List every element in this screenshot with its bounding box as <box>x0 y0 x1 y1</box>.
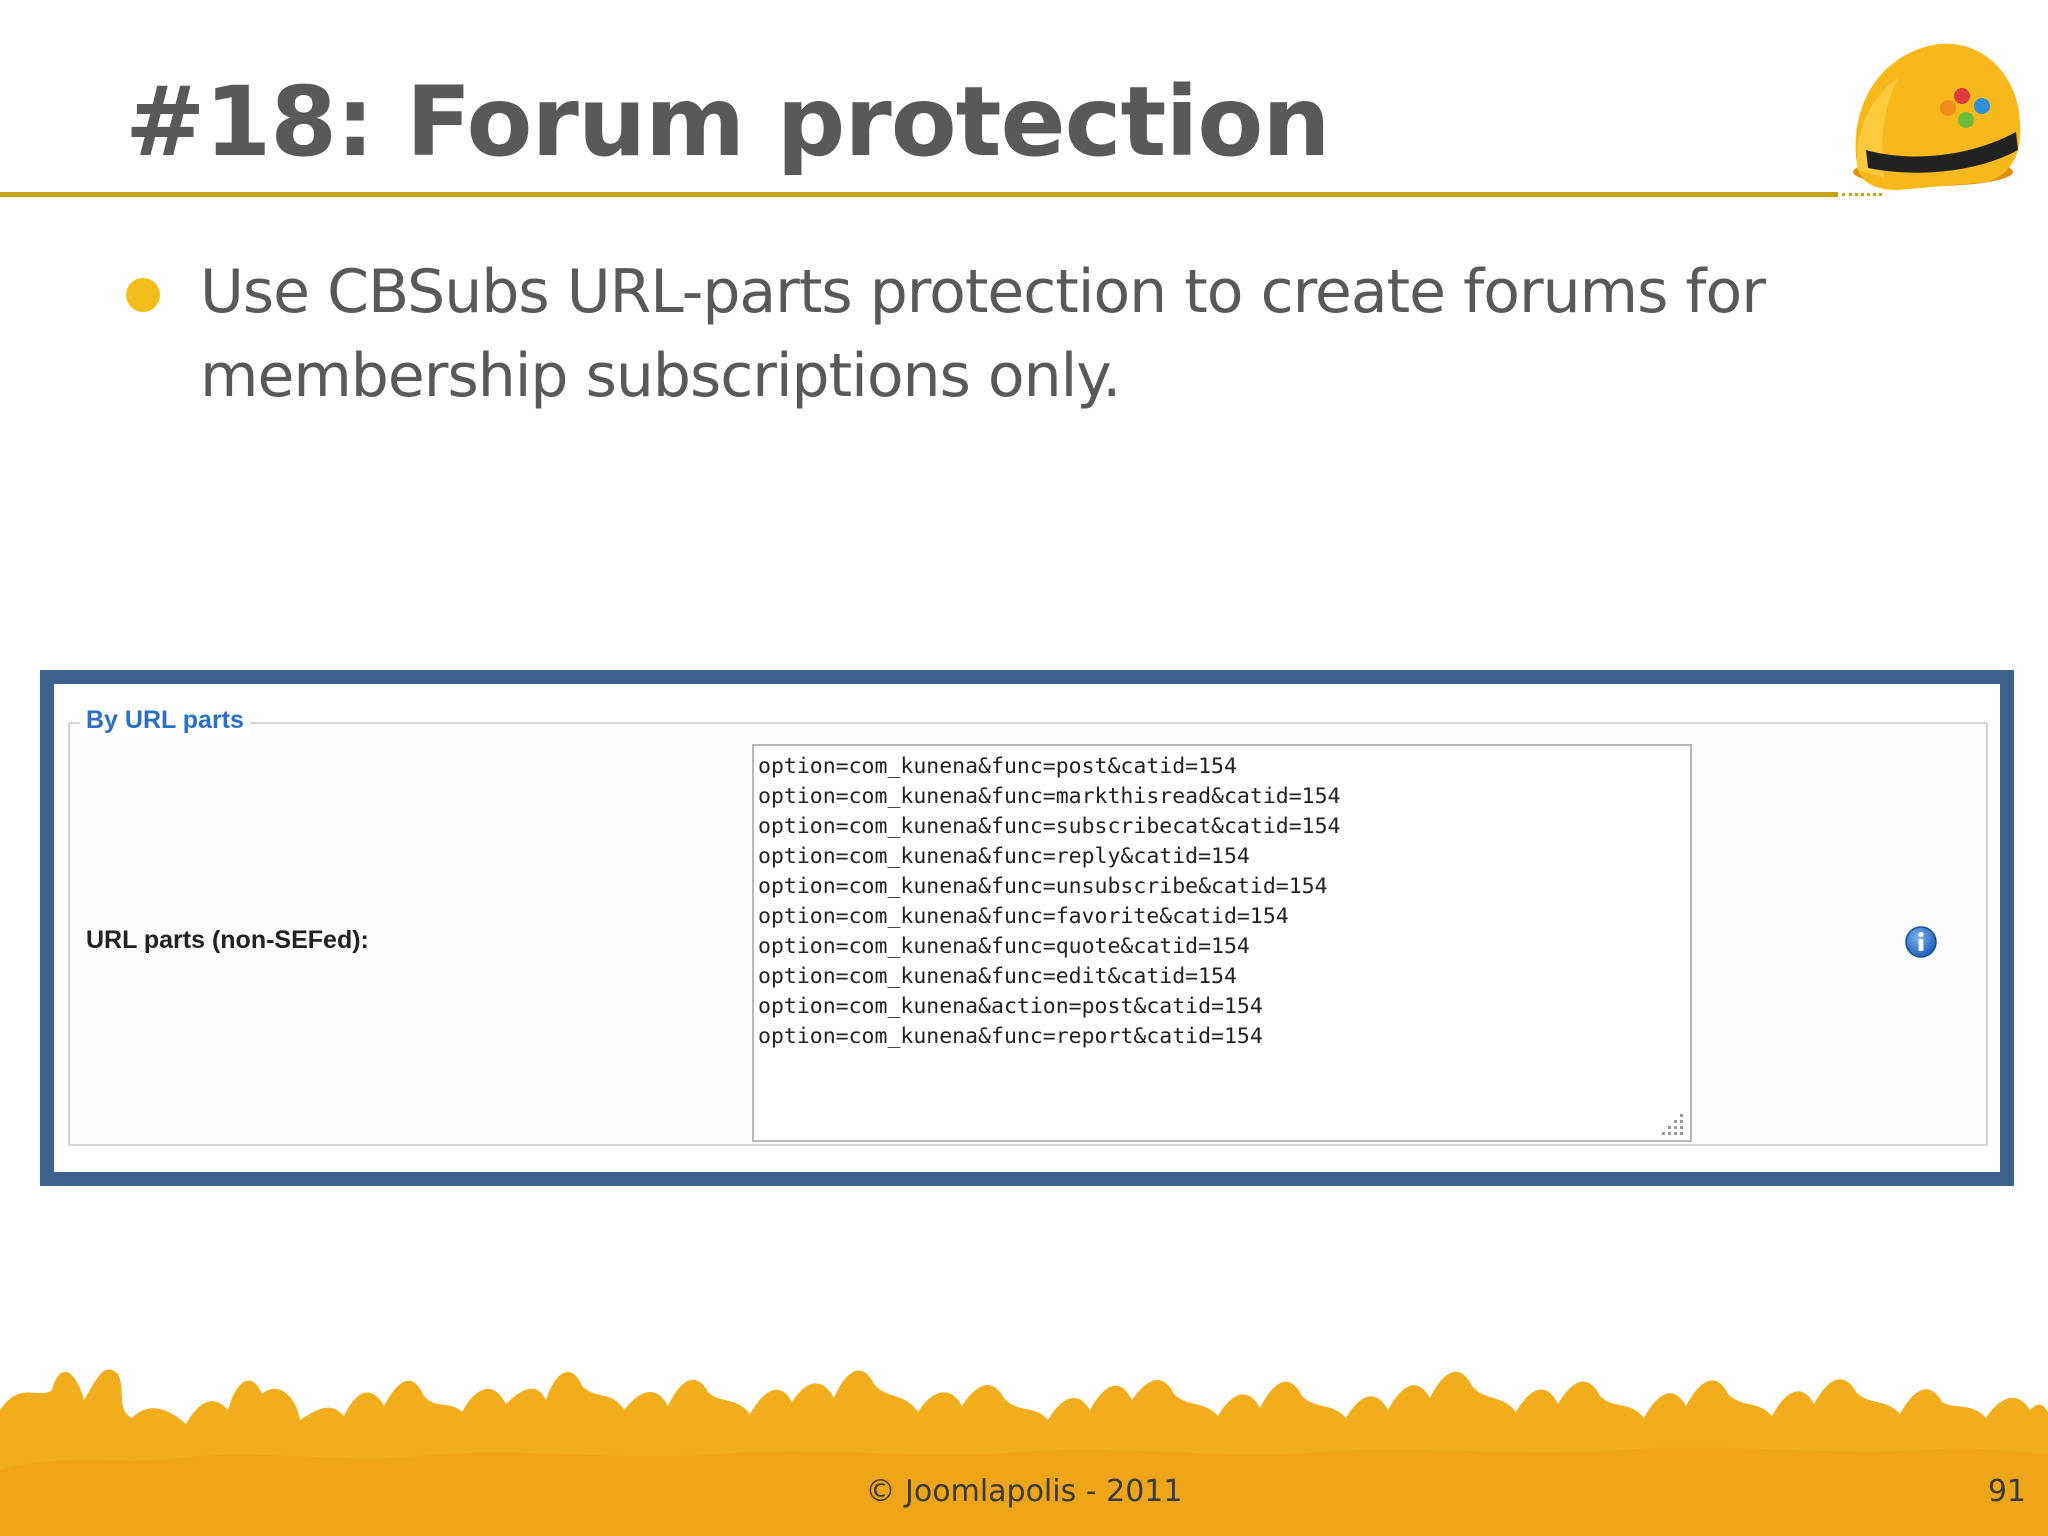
url-part-line: option=com_kunena&func=favorite&catid=15… <box>758 904 1289 929</box>
url-part-line: option=com_kunena&action=post&catid=154 <box>758 994 1263 1019</box>
url-parts-label: URL parts (non-SEFed): <box>86 926 369 954</box>
info-icon[interactable] <box>1904 925 1938 959</box>
bullet-text: Use CBSubs URL-parts protection to creat… <box>200 257 1766 411</box>
fieldset-legend: By URL parts <box>80 704 250 736</box>
url-parts-textarea[interactable]: option=com_kunena&func=post&catid=154 op… <box>752 744 1692 1142</box>
crowd-silhouette-banner <box>0 1369 2048 1536</box>
slide-page-number: 91 <box>1987 1474 2026 1509</box>
screenshot-panel: By URL parts URL parts (non-SEFed): opti… <box>54 684 2000 1172</box>
footer-copyright: © Joomlapolis - 2011 <box>865 1474 1183 1509</box>
url-part-line: option=com_kunena&func=markthisread&cati… <box>758 784 1341 809</box>
resize-grip-icon[interactable] <box>1660 1110 1686 1136</box>
title-underline <box>0 192 1838 197</box>
url-part-line: option=com_kunena&func=post&catid=154 <box>758 754 1237 779</box>
url-part-line: option=com_kunena&func=reply&catid=154 <box>758 844 1250 869</box>
url-part-line: option=com_kunena&func=unsubscribe&catid… <box>758 874 1328 899</box>
bullet-dot <box>126 278 160 312</box>
url-part-line: option=com_kunena&func=report&catid=154 <box>758 1024 1263 1049</box>
url-part-line: option=com_kunena&func=subscribecat&cati… <box>758 814 1341 839</box>
url-part-line: option=com_kunena&func=edit&catid=154 <box>758 964 1237 989</box>
url-part-line: option=com_kunena&func=quote&catid=154 <box>758 934 1250 959</box>
screenshot-frame: By URL parts URL parts (non-SEFed): opti… <box>40 670 2014 1186</box>
slide-title: #18: Forum protection <box>125 66 1331 178</box>
joomla-helmet-icon <box>1853 43 2021 191</box>
title-underline-dots <box>1842 193 1882 196</box>
